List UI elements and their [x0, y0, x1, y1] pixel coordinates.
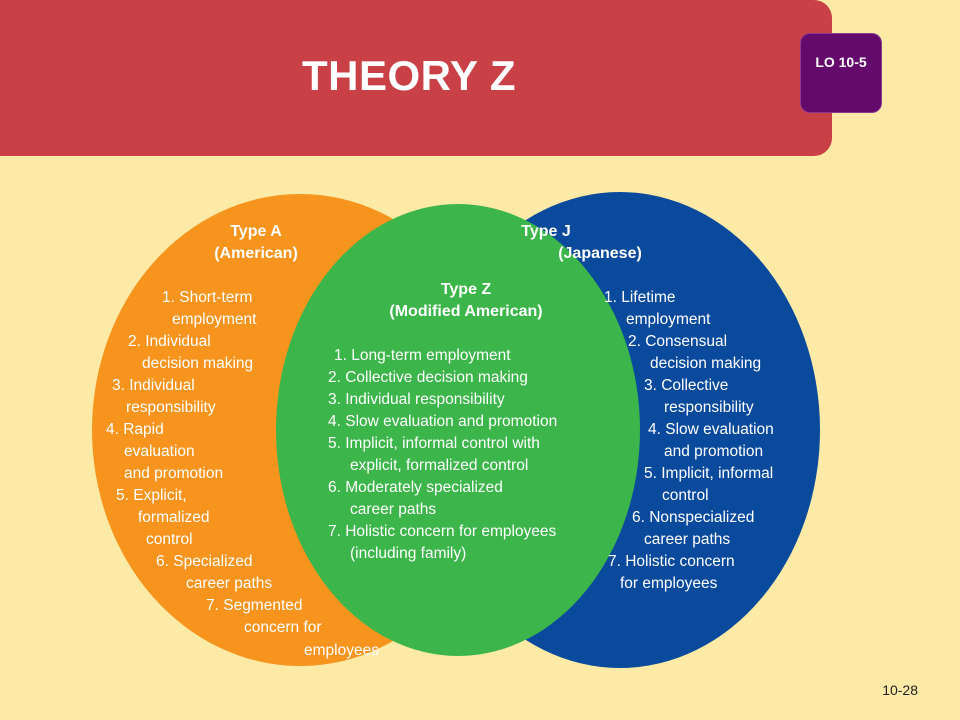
type-j-item-line: employment [626, 311, 711, 328]
type-j-heading-line1: Type J [521, 223, 571, 240]
type-a-item-line: formalized [138, 509, 210, 526]
type-j-item-line: 1. Lifetime [604, 289, 676, 306]
type-z-item-line: 5. Implicit, informal control with [328, 435, 540, 452]
type-j-item-line: for employees [620, 575, 718, 592]
lo-badge: LO 10-5 [801, 34, 881, 112]
type-a-item-line: evaluation [124, 443, 195, 460]
type-j-item-line: 5. Implicit, informal [644, 465, 773, 482]
type-a-item-line: 5. Explicit, [116, 487, 187, 504]
type-j-item-line: 7. Holistic concern [608, 553, 735, 570]
type-z-item-line: 4. Slow evaluation and promotion [328, 413, 557, 430]
type-a-item-line: and promotion [124, 465, 223, 482]
type-z-item-line: 1. Long-term employment [334, 347, 511, 364]
type-z-item-line: 6. Moderately specialized [328, 479, 503, 496]
type-z-heading-line1: Type Z [441, 281, 492, 298]
type-a-item-line: control [146, 531, 193, 548]
type-j-item-line: responsibility [664, 399, 754, 416]
type-a-heading-line2: (American) [214, 245, 298, 262]
type-j-item-line: 4. Slow evaluation [648, 421, 774, 438]
type-z-heading-line2: (Modified American) [389, 303, 542, 320]
type-z-item-line: (including family) [350, 545, 466, 562]
type-j-item-line: decision making [650, 355, 761, 372]
type-z-ellipse [276, 204, 640, 656]
type-j-item-line: 6. Nonspecialized [632, 509, 754, 526]
type-a-item-line: 3. Individual [112, 377, 195, 394]
lo-badge-label: LO 10-5 [815, 54, 867, 70]
type-a-item-line: employees [304, 642, 379, 659]
type-j-item-line: 2. Consensual [628, 333, 727, 350]
type-a-item-line: career paths [186, 575, 272, 592]
type-j-item-line: 3. Collective [644, 377, 728, 394]
type-a-item-line: 2. Individual [128, 333, 211, 350]
page-number: 10-28 [882, 682, 918, 698]
type-a-item-line: 6. Specialized [156, 553, 253, 570]
type-z-item-line: career paths [350, 501, 436, 518]
type-a-item-line: 4. Rapid [106, 421, 164, 438]
type-a-item-line: decision making [142, 355, 253, 372]
type-a-heading-line1: Type A [230, 223, 282, 240]
slide-title: THEORY Z [301, 52, 517, 99]
type-j-item-line: and promotion [664, 443, 763, 460]
type-a-item-line: responsibility [126, 399, 216, 416]
type-j-item-line: control [662, 487, 709, 504]
type-a-item-line: 7. Segmented [206, 597, 303, 614]
type-a-item-line: concern for [244, 619, 322, 636]
type-j-heading-line2: (Japanese) [558, 245, 642, 262]
type-j-item-line: career paths [644, 531, 730, 548]
type-z-item-line: 2. Collective decision making [328, 369, 528, 386]
type-a-item-line: 1. Short-term [162, 289, 252, 306]
type-z-item-line: explicit, formalized control [350, 457, 528, 474]
type-z-item-line: 3. Individual responsibility [328, 391, 505, 408]
title-banner: THEORY Z [0, 0, 832, 156]
type-a-item-line: employment [172, 311, 257, 328]
type-z-item-line: 7. Holistic concern for employees [328, 523, 557, 540]
